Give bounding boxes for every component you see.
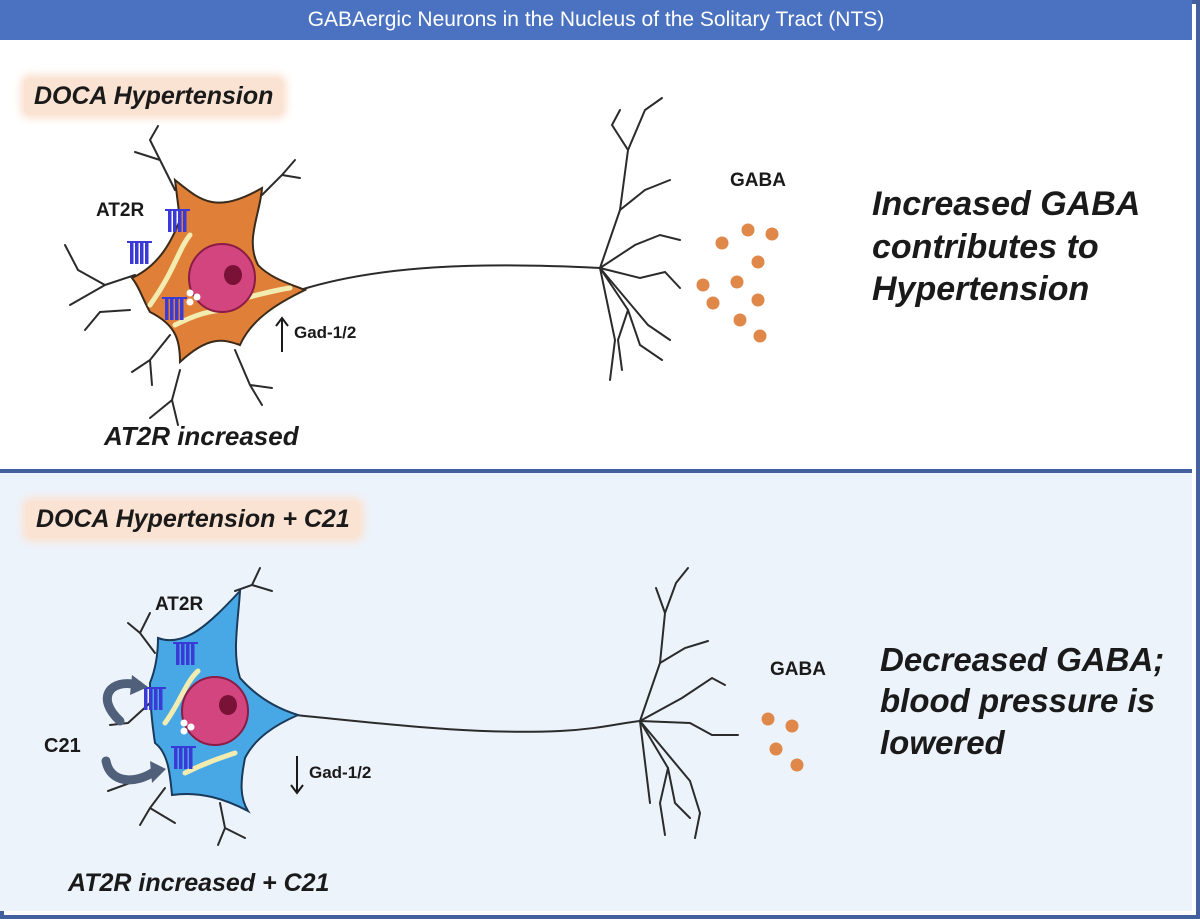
vesicle (186, 289, 194, 297)
neuron-diagram-bottom (101, 567, 804, 846)
up-arrow-icon (275, 316, 289, 352)
outcome-line: Increased GABA (872, 185, 1141, 223)
figure-title: GABAergic Neurons in the Nucleus of the … (0, 0, 1192, 40)
vesicle (193, 293, 201, 301)
gaba-dot (733, 313, 747, 327)
at2r-receptor-icon (165, 209, 190, 232)
outcome-text: Decreased GABA; blood pressure is lowere… (880, 639, 1164, 763)
nucleolus (224, 265, 242, 285)
outcome-line: contributes to (872, 227, 1099, 266)
panel-footer: AT2R increased + C21 (68, 869, 330, 897)
gaba-dot (790, 758, 804, 772)
enzyme-label: Gad-1/2 (309, 763, 372, 782)
nucleus (188, 243, 256, 313)
gaba-dot (751, 255, 765, 269)
at2r-receptor-icon (171, 746, 196, 769)
outcome-text: Increased GABA contributes to Hypertensi… (872, 183, 1140, 311)
gaba-dot (785, 719, 799, 733)
vesicle (187, 723, 195, 731)
receptor-label: AT2R (155, 594, 204, 615)
gaba-dot (761, 712, 775, 726)
gaba-dot (706, 296, 720, 310)
receptor-label: AT2R (96, 200, 145, 221)
gaba-label: GABA (730, 170, 786, 191)
gaba-dot (741, 223, 755, 237)
outcome-line: Decreased GABA; (880, 641, 1165, 678)
gaba-dot (765, 227, 779, 241)
binding-arrow-icon (102, 675, 148, 726)
outcome-line: blood pressure is (880, 682, 1156, 720)
axon (299, 264, 601, 291)
at2r-receptor-icon (173, 642, 198, 665)
cytoplasm-highlight (162, 668, 238, 776)
condition-label: DOCA Hypertension + C21 (26, 501, 360, 538)
drug-label: C21 (44, 735, 81, 757)
gaba-dots (761, 712, 804, 772)
nucleus (181, 676, 249, 746)
gaba-dot (769, 742, 783, 756)
at2r-receptor-icon (162, 297, 187, 320)
axon-terminals (639, 567, 739, 839)
panel-doca-c21: DOCA Hypertension + C21 (0, 473, 1192, 911)
gaba-dot (715, 236, 729, 250)
enzyme-label: Gad-1/2 (294, 323, 357, 342)
vesicle (180, 727, 188, 735)
vesicle (186, 298, 194, 306)
down-arrow-icon (290, 756, 304, 795)
binding-arrow-icon (101, 756, 166, 785)
gaba-dots (696, 223, 779, 343)
outcome-line: Hypertension (872, 270, 1090, 308)
vesicle (180, 719, 188, 727)
panel-footer: AT2R increased (104, 421, 299, 451)
axon-terminals (599, 97, 681, 381)
gaba-dot (696, 278, 710, 292)
condition-label: DOCA Hypertension (24, 78, 284, 115)
axon (294, 714, 641, 733)
gaba-label: GABA (770, 659, 826, 680)
nucleolus (219, 695, 237, 715)
outcome-line: lowered (880, 723, 1005, 761)
panel-doca: DOCA Hypertension (0, 40, 1192, 473)
gaba-dot (753, 329, 767, 343)
dendrites (64, 125, 301, 426)
gaba-dot (730, 275, 744, 289)
neuron-diagram-top (64, 97, 779, 426)
at2r-receptor-icon (127, 241, 152, 264)
gaba-dot (751, 293, 765, 307)
